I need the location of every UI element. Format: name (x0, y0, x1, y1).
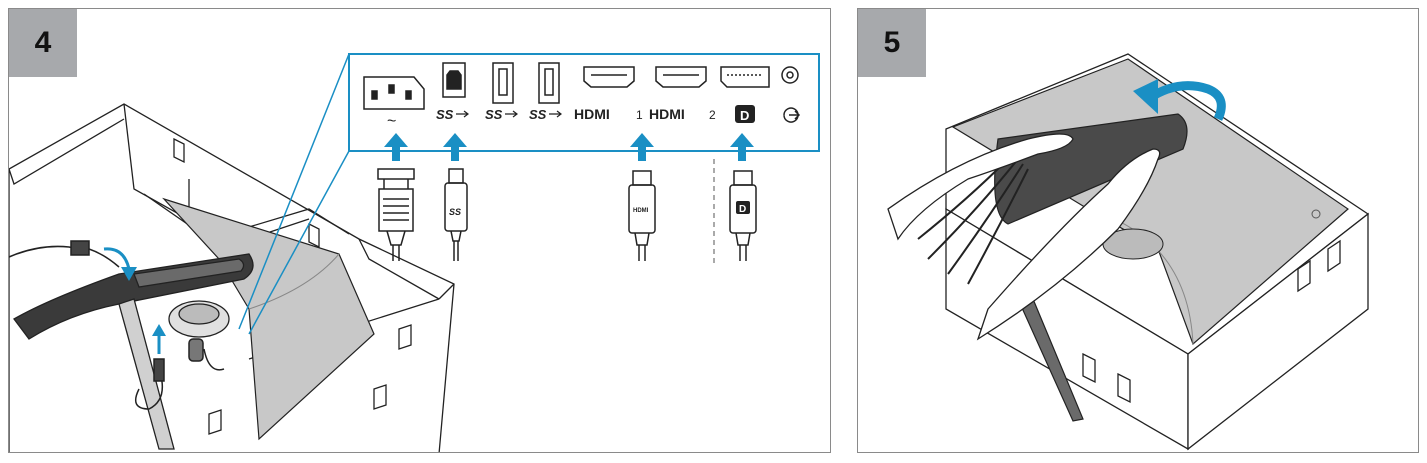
monitor-stand (13, 253, 254, 450)
rotate-arrow-icon (1133, 79, 1226, 121)
port-arrows (384, 133, 754, 161)
usb-trident-icon (505, 110, 518, 118)
step-4-illustration: ~ SS SS SS HDMI 1 (9, 53, 820, 452)
displayport-cable-icon (729, 170, 757, 261)
dp-logo-icon (736, 201, 750, 214)
hdmi-cable-label: HDMI (633, 208, 649, 214)
usb-b-port-label: SS (436, 107, 454, 122)
ac-power-inlet-icon (363, 76, 425, 110)
usb-b-port-icon (442, 62, 466, 98)
step-4-panel: 4 (8, 8, 831, 453)
hdmi1-port-number: 1 (636, 108, 643, 122)
headphone-jack-icon (781, 66, 801, 123)
hdmi1-port-label: HDMI (574, 106, 610, 122)
hdmi-cable-icon (628, 170, 656, 261)
step-5-panel: 5 (857, 8, 1419, 453)
hdmi2-port-label: HDMI (649, 106, 685, 122)
callout-lines (238, 53, 350, 335)
cables (9, 240, 225, 410)
power-cable-icon (377, 168, 415, 261)
step-number-badge: 5 (858, 9, 926, 77)
power-port-label: ~ (387, 113, 396, 130)
hdmi-port-icon (655, 66, 707, 88)
usb-a-port-icon (538, 62, 560, 104)
connect-arrows (103, 247, 166, 354)
usb-trident-icon (549, 110, 562, 118)
usb-a1-port-label: SS (485, 107, 503, 122)
hands (887, 133, 1161, 341)
usb-a2-port-label: SS (529, 107, 547, 122)
usb-a-port-icon (492, 62, 514, 104)
step-5-illustration (887, 53, 1370, 451)
hdmi-port-icon (583, 66, 635, 88)
hdmi2-port-number: 2 (709, 108, 716, 122)
dp-port-label: D (740, 108, 749, 123)
dp-cable-label: D (739, 204, 746, 215)
displayport-port-icon (720, 66, 770, 88)
usb-trident-icon (456, 110, 469, 118)
dp-logo-icon (735, 105, 755, 123)
step-number-badge: 4 (9, 9, 77, 77)
usb-cable-icon (444, 168, 468, 261)
usb-cable-label: SS (449, 207, 461, 217)
